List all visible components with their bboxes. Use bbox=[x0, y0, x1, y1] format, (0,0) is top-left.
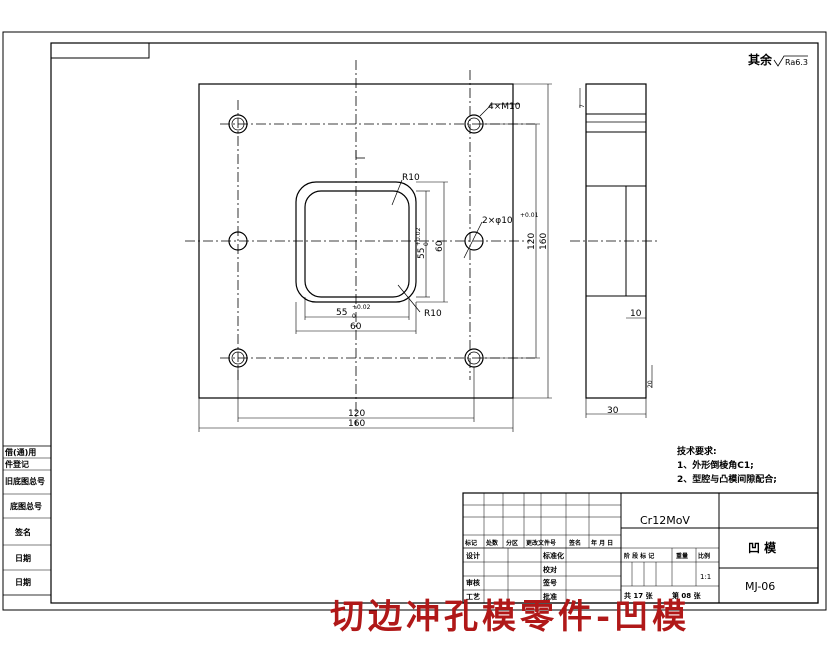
cavity-outer bbox=[295, 181, 417, 303]
corner-box bbox=[50, 42, 150, 59]
tb-sheets-total: 共 17 张 bbox=[624, 591, 654, 600]
left-label-5: 日期 bbox=[15, 553, 31, 563]
tb-sign: 签号 bbox=[542, 578, 557, 587]
left-label-6: 日期 bbox=[15, 577, 31, 587]
dim-60-v: 60 bbox=[435, 240, 445, 252]
roughness-prefix: 其余 bbox=[748, 52, 773, 67]
dim-2xphi10: 2×φ10 bbox=[482, 216, 513, 226]
tb-part-name: 凹 模 bbox=[748, 540, 777, 555]
left-margin-table: 借(通)用 件登记 旧底图总号 底图总号 签名 日期 日期 bbox=[2, 445, 52, 596]
left-label-3: 底图总号 bbox=[9, 501, 42, 511]
dim-side-b: 20 bbox=[647, 380, 654, 388]
dim-120-h: 120 bbox=[348, 409, 365, 419]
thread-hole-tl bbox=[228, 114, 248, 134]
dim-pin-tol: +0.01 bbox=[520, 212, 539, 219]
dim-30: 30 bbox=[607, 406, 619, 416]
tech-item-2: 2、型腔与凸模间隙配合; bbox=[677, 473, 777, 485]
tb-approve: 批准 bbox=[543, 592, 557, 601]
tb-sheet-no: 第 08 张 bbox=[672, 591, 702, 600]
tb-material: Cr12MoV bbox=[640, 514, 690, 527]
tech-item-1: 1、外形倒棱角C1; bbox=[677, 459, 754, 471]
tb-stage: 阶 段 标 记 bbox=[624, 552, 654, 560]
dim-55-h-tol: +0.02 bbox=[352, 304, 371, 311]
hdr-mark: 标记 bbox=[464, 539, 477, 547]
left-label-1: 件登记 bbox=[5, 459, 29, 469]
hdr-count: 处数 bbox=[485, 539, 499, 547]
dim-55-v: 55 bbox=[417, 248, 427, 259]
pin-hole-left bbox=[228, 231, 248, 251]
title-block: 标记 处数 分区 更改文件号 签名 年 月 日 设计 标准化 校对 审核 签号 … bbox=[462, 492, 819, 604]
pin-hole-right bbox=[464, 231, 484, 251]
tb-process: 工艺 bbox=[466, 592, 480, 601]
dim-55-v-zero: 0 bbox=[423, 242, 430, 246]
dim-160-h: 160 bbox=[348, 419, 365, 429]
hdr-date: 年 月 日 bbox=[591, 539, 613, 547]
dim-160-v: 160 bbox=[539, 233, 549, 250]
tb-drawing-no: MJ-06 bbox=[745, 580, 775, 593]
cavity-inner bbox=[304, 190, 410, 298]
left-label-4: 签名 bbox=[14, 527, 31, 537]
tb-review: 审核 bbox=[466, 578, 480, 587]
dim-55-h-zero: 0 bbox=[352, 313, 356, 320]
banner-title: 切边冲孔模零件-凹模 bbox=[330, 597, 690, 637]
dim-side-a: 7 bbox=[579, 104, 586, 108]
plan-view: 4×M10 R10 R10 2×φ10 +0.01 55 +0.02 0 60 … bbox=[185, 60, 552, 432]
dim-4xM10: 4×M10 bbox=[488, 102, 521, 112]
dim-60-h: 60 bbox=[350, 322, 362, 332]
hdr-zone: 分区 bbox=[506, 539, 518, 547]
dim-120-v: 120 bbox=[527, 233, 537, 250]
hdr-change: 更改文件号 bbox=[526, 539, 556, 547]
inner-border bbox=[50, 42, 819, 604]
dim-r10-top: R10 bbox=[402, 173, 420, 183]
dim-55-v-tol: +0.02 bbox=[415, 227, 422, 246]
hdr-sign: 签名 bbox=[568, 539, 581, 547]
side-view: 30 10 7 20 bbox=[570, 83, 660, 418]
tb-design: 设计 bbox=[466, 551, 480, 560]
tech-title: 技术要求: bbox=[677, 445, 717, 457]
tb-scale: 比例 bbox=[698, 552, 710, 560]
roughness-symbol bbox=[773, 55, 808, 67]
left-label-0: 借(通)用 bbox=[4, 447, 36, 457]
dim-55-h: 55 bbox=[336, 308, 347, 318]
tb-standard: 标准化 bbox=[542, 551, 564, 560]
dim-r10-bottom: R10 bbox=[424, 309, 442, 319]
outer-border bbox=[2, 31, 827, 611]
tb-proofread: 校对 bbox=[543, 565, 557, 574]
roughness-value: Ra6.3 bbox=[785, 58, 808, 67]
dim-10: 10 bbox=[630, 309, 642, 319]
tb-scale-value: 1:1 bbox=[700, 573, 711, 581]
tb-weight: 重量 bbox=[676, 552, 688, 560]
left-label-2: 旧底图总号 bbox=[5, 476, 45, 486]
